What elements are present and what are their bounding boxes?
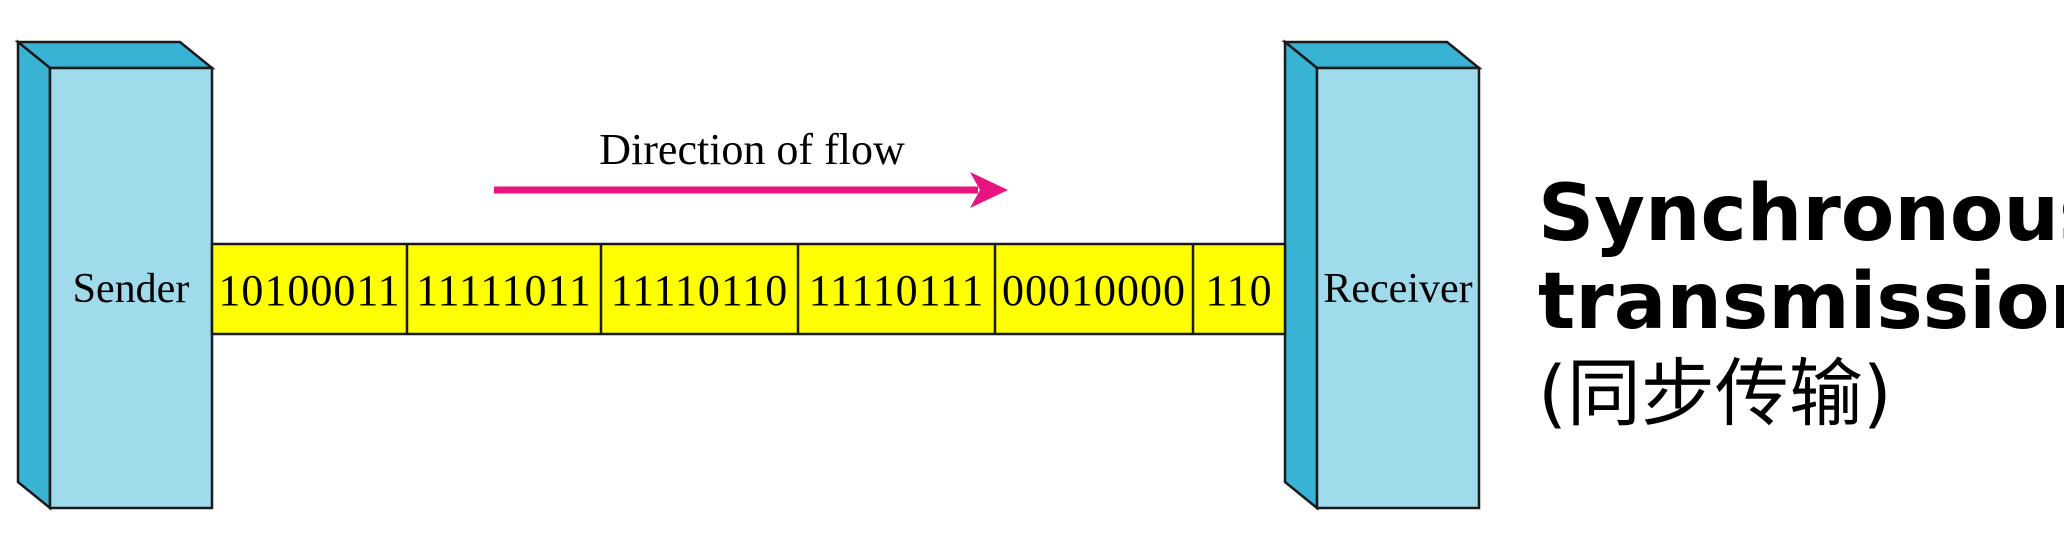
bit-group: 00010000 xyxy=(1002,266,1186,315)
bit-group: 11110110 xyxy=(611,266,788,315)
bit-group: 11110111 xyxy=(809,266,985,315)
sender-box: Sender xyxy=(14,39,216,511)
bit-group: 11111011 xyxy=(416,266,592,315)
flow-arrow: Direction of flow xyxy=(494,125,1008,208)
caption-line-1: Synchronous xyxy=(1538,169,2064,259)
receiver-box-front xyxy=(1315,66,1481,510)
caption-line-2: transmission xyxy=(1538,257,2064,347)
sender-box-front xyxy=(48,66,214,510)
receiver-box-side xyxy=(1283,39,1319,511)
caption: Synchronous transmission (同步传输) xyxy=(1538,169,2064,442)
bit-group: 10100011 xyxy=(218,266,400,315)
flow-label: Direction of flow xyxy=(599,125,905,174)
receiver-label: Receiver xyxy=(1323,266,1472,312)
flow-arrow-head xyxy=(970,172,1008,208)
sender-label: Sender xyxy=(73,266,190,312)
caption-line-3: (同步传输) xyxy=(1538,351,1892,437)
bit-group: 110 xyxy=(1205,266,1272,315)
sender-box-side xyxy=(16,39,52,511)
bit-stream: 10100011 11111011 11110110 11110111 00010000… xyxy=(210,242,1287,336)
bit-stream-band xyxy=(210,242,1287,336)
receiver-box: Receiver xyxy=(1281,39,1483,511)
bit-cells: 10100011 11111011 11110110 11110111 00010000… xyxy=(218,244,1272,334)
